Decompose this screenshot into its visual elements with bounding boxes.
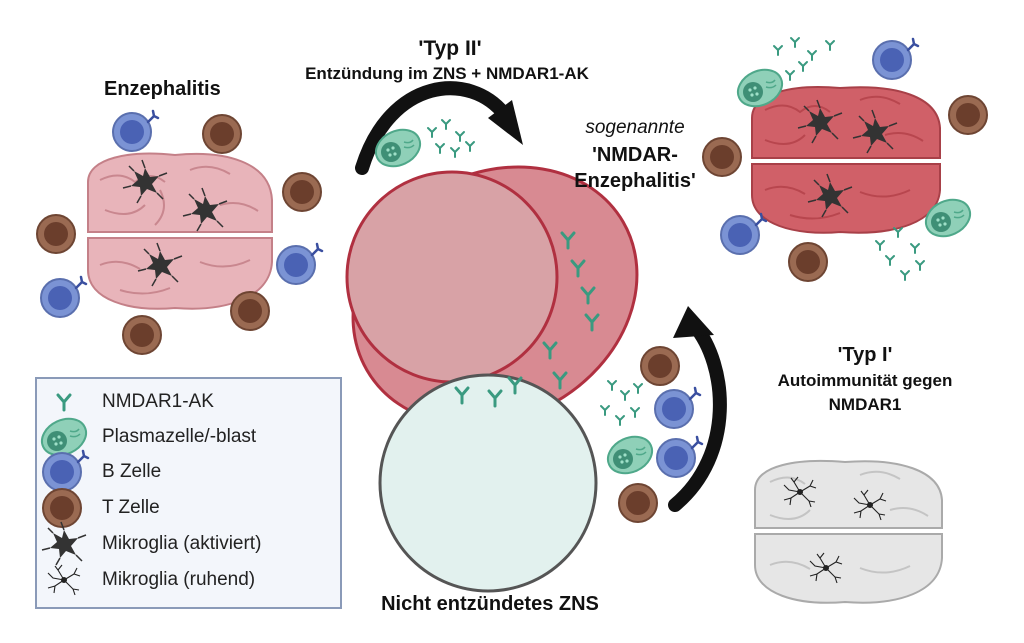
t-cell-icon <box>202 114 242 154</box>
inflamed-cns-circle <box>345 165 639 427</box>
antibody-cluster <box>427 119 475 158</box>
t-cell-icon <box>788 242 828 282</box>
nmdar-line2: Enzephalitis' <box>574 170 696 192</box>
t-cell-icon <box>640 346 680 386</box>
t-cell-icon <box>948 95 988 135</box>
non-inflamed-label: Nicht entzündetes ZNS <box>381 593 599 615</box>
legend-item-label: Plasmazelle/-blast <box>102 426 257 447</box>
type1-line1: Autoimmunität gegen <box>777 371 953 390</box>
t-cell-icon <box>42 488 82 528</box>
nmdar-line1: 'NMDAR- <box>592 144 678 166</box>
legend-item-label: B Zelle <box>102 461 162 482</box>
legend-item-label: T Zelle <box>102 497 160 518</box>
antibody-cluster <box>600 380 643 426</box>
type1-arrow <box>668 306 727 512</box>
t-cell-icon <box>230 291 270 331</box>
t-cell-icon <box>282 172 322 212</box>
healthy-brain <box>754 459 943 604</box>
b-cell-icon <box>871 37 920 81</box>
plasma-cell-icon <box>600 428 660 482</box>
healthy-cns-circle <box>378 373 598 593</box>
legend-box <box>35 377 342 609</box>
t-cell-icon <box>618 483 658 523</box>
encephalitis-brain <box>87 152 273 310</box>
type2-arrow <box>355 81 523 175</box>
type2-subtitle: Entzündung im ZNS + NMDAR1-AK <box>305 64 589 83</box>
t-cell-icon <box>36 214 76 254</box>
type1-title: 'Typ I' <box>837 344 893 366</box>
b-cell-icon <box>719 212 768 256</box>
legend-item-label: NMDAR1-AK <box>102 391 214 412</box>
type1-line2: NMDAR1 <box>828 395 902 414</box>
b-cell-icon <box>111 109 160 153</box>
nmdar-encephalitis-brain <box>751 86 941 234</box>
b-cell-icon <box>275 242 324 286</box>
encephalitis-label: Enzephalitis <box>104 78 221 100</box>
legend-item-label: Mikroglia (ruhend) <box>102 569 256 590</box>
so-called-label: sogenannte <box>585 117 685 138</box>
b-cell-icon <box>39 275 88 319</box>
legend-item-label: Mikroglia (aktiviert) <box>102 533 262 554</box>
b-cell-icon <box>653 386 702 430</box>
t-cell-icon <box>122 315 162 355</box>
type2-title: 'Typ II' <box>418 37 482 60</box>
